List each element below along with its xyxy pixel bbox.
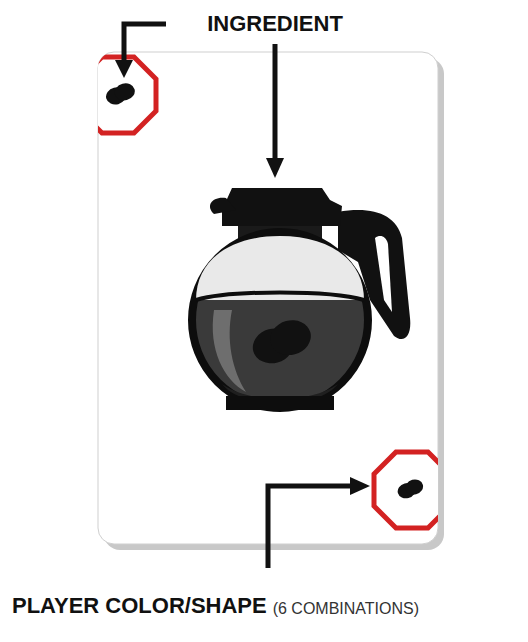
player-octagon (98, 57, 156, 133)
coffee-pot (192, 188, 410, 410)
player-markers (98, 57, 438, 528)
callout-label: (6 COMBINATIONS) (273, 600, 419, 618)
bean-icon (396, 478, 426, 501)
callout-label: INGREDIENT (207, 11, 343, 37)
bean-icon (104, 81, 138, 107)
callout-label: PLAYER COLOR/SHAPE (12, 593, 267, 619)
arrowheads (115, 60, 370, 495)
player-octagon (374, 452, 438, 528)
leader-lines (124, 24, 352, 568)
